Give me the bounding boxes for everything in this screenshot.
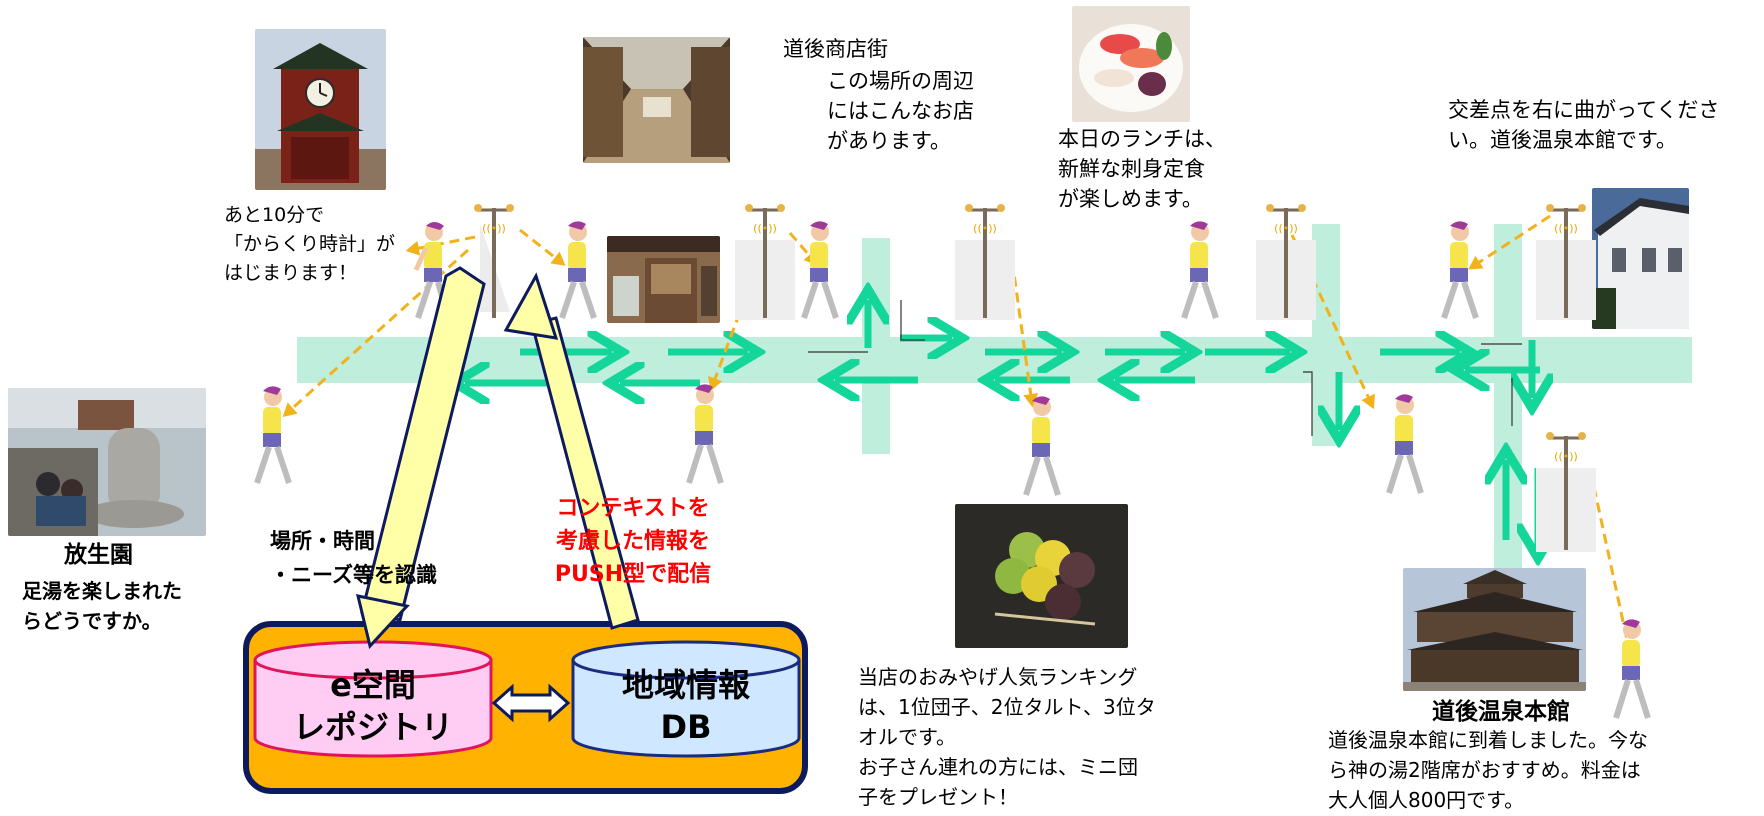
repository-cylinder	[253, 640, 493, 758]
recognize-label: 場所・時間 ・ニーズ等を認識	[270, 529, 437, 587]
regional-db-label: 地域情報 DB	[621, 666, 750, 746]
regional-db-cylinder	[571, 640, 801, 758]
shopping-street-title: 道後商店街	[783, 37, 888, 61]
hojoen-message: 足湯を楽しまれた らどうですか。	[22, 579, 182, 633]
shop-front-photo	[607, 236, 720, 323]
svg-text:((•)): ((•))	[973, 222, 997, 235]
lunch-message: 本日のランチは、 新鮮な刺身定食 が楽しめます。	[1058, 127, 1226, 211]
intersection-lines	[808, 300, 1522, 436]
walking-person-icon	[548, 220, 608, 330]
hojoen-foot-bath-photo	[8, 388, 206, 536]
svg-text:((•)): ((•))	[482, 222, 506, 235]
beacon-pole-icon: ((•))	[1536, 200, 1596, 320]
dogo-onsen-side-photo	[1592, 188, 1689, 329]
shopping-street-photo	[583, 37, 730, 163]
svg-text:((•)): ((•))	[1274, 222, 1298, 235]
svg-text:((•)): ((•))	[1554, 450, 1578, 463]
beacon-pole-icon: ((•))	[464, 200, 524, 320]
walking-person-icon	[1430, 220, 1490, 330]
dogo-onsen-honkan-photo	[1403, 568, 1586, 691]
svg-text:((•)): ((•))	[1554, 222, 1578, 235]
walking-person-icon	[1602, 618, 1662, 730]
souvenir-message: 当店のおみやげ人気ランキング は、1位団子、2位タルト、3位タ オルです。 お子…	[858, 665, 1156, 809]
sashimi-photo	[1072, 6, 1190, 122]
svg-text:((•)): ((•))	[753, 222, 777, 235]
push-arrow	[530, 316, 640, 630]
beacon-pole-icon: ((•))	[1256, 200, 1316, 320]
repository-label: e空間 レポジトリ	[292, 666, 453, 746]
double-arrow-icon	[492, 683, 570, 723]
beacon-pole-icon: ((•))	[955, 200, 1015, 320]
shopping-street-message: この場所の周辺 にはこんなお店 があります。	[827, 69, 974, 153]
hojoen-title: 放生園	[64, 542, 133, 568]
dango-photo	[955, 504, 1128, 648]
honkan-title: 道後温泉本館	[1432, 699, 1570, 725]
walking-person-icon	[675, 383, 735, 495]
walking-person-icon	[1375, 393, 1435, 505]
karakuri-message: あと10分で 「からくり時計」が はじまります！	[224, 204, 396, 284]
turn-right-message: 交差点を右に曲がってくださ い。道後温泉本館です。	[1448, 98, 1720, 152]
karakuri-clock-photo	[255, 29, 386, 190]
walking-person-icon	[1170, 220, 1230, 330]
walking-person-icon	[790, 220, 850, 330]
walking-person-icon	[245, 385, 301, 491]
walking-person-icon	[1012, 395, 1072, 507]
beacon-pole-icon: ((•))	[735, 200, 795, 320]
beacon-pole-icon: ((•))	[1536, 428, 1596, 552]
street-arrows-west	[465, 370, 1540, 383]
honkan-message: 道後温泉本館に到着しました。今な ら神の湯2階席がおすすめ。料金は 大人個人80…	[1328, 728, 1648, 812]
push-label: コンテキストを 考慮した情報を PUSH型で配信	[554, 496, 712, 587]
